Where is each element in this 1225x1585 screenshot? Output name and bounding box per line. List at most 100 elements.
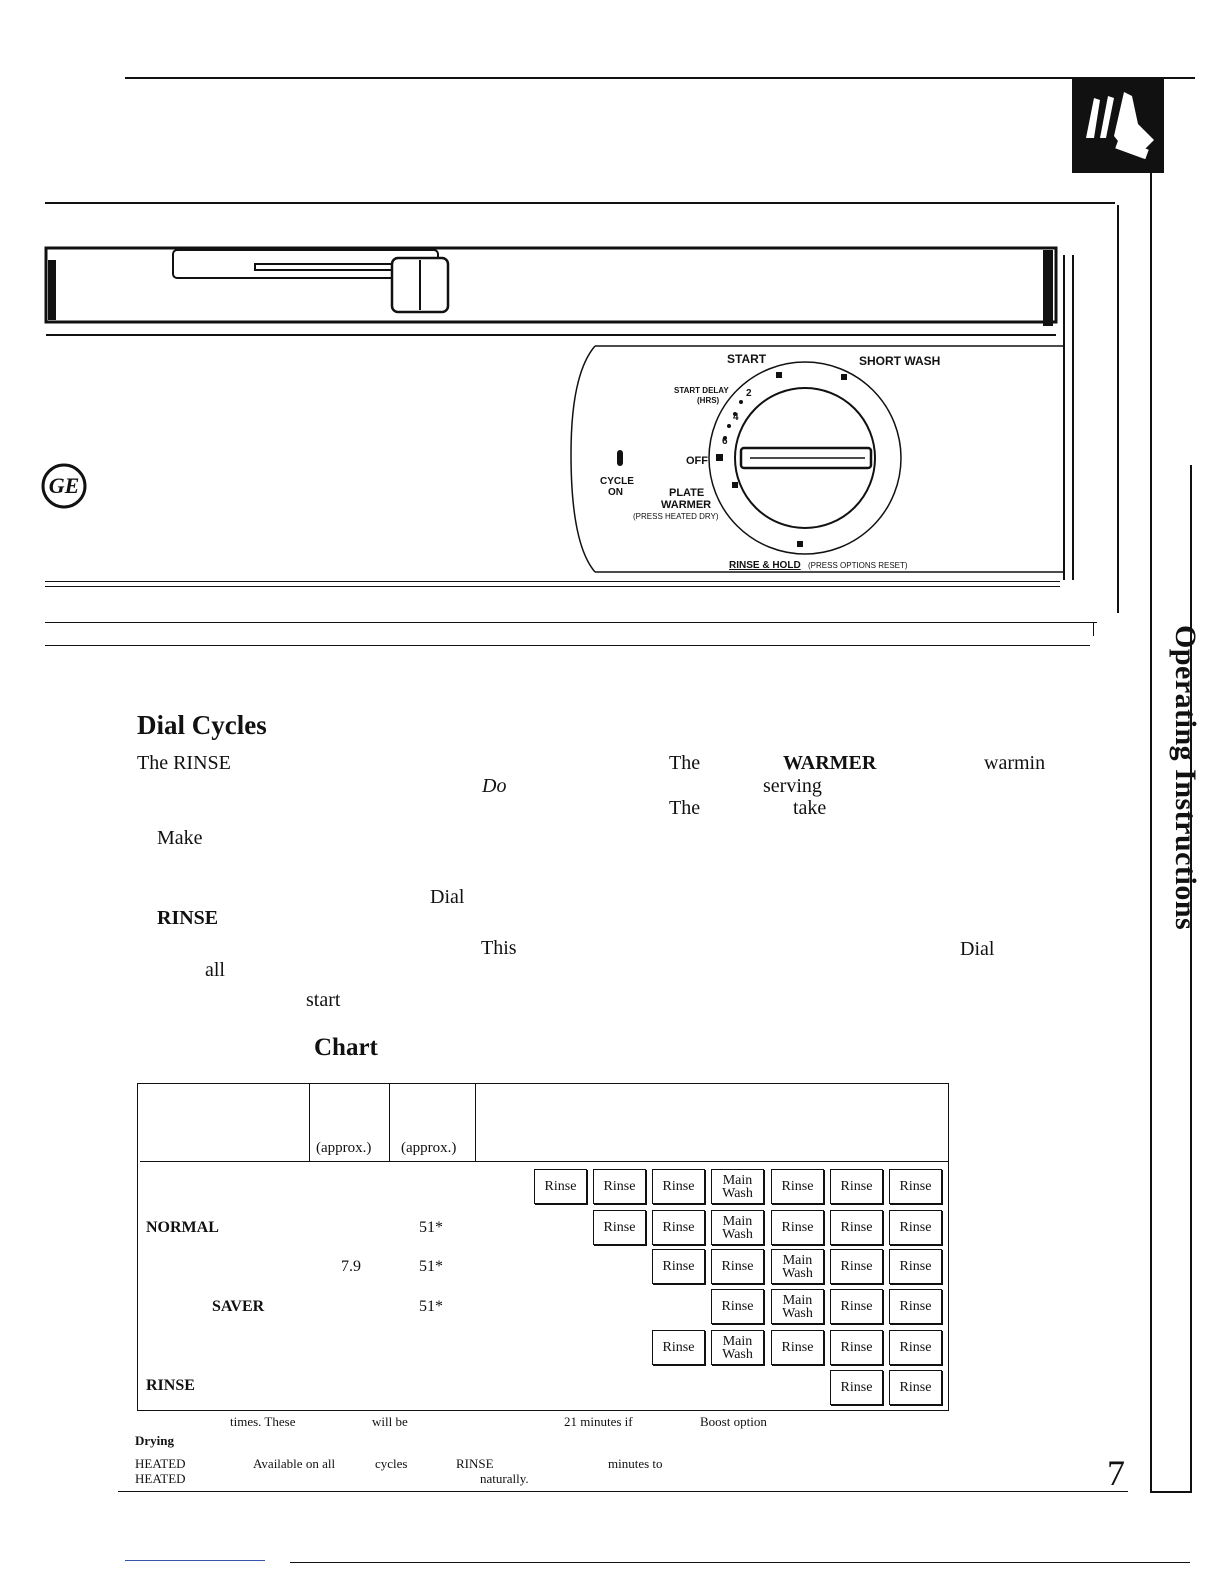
cycle-step-rinse: Rinse bbox=[771, 1210, 824, 1245]
dial-plate-label: PLATE bbox=[669, 487, 705, 499]
cycle-step-main-wash: Main Wash bbox=[711, 1330, 764, 1365]
panel-top-rule bbox=[45, 202, 1115, 204]
cycle-step-label: Main Wash bbox=[722, 1172, 753, 1201]
text-fragment: Dial bbox=[960, 938, 995, 960]
text-fragment: take bbox=[793, 797, 827, 819]
row-col2-value: 51* bbox=[419, 1298, 443, 1315]
panel-side-line bbox=[1063, 255, 1065, 580]
cycle-step-rinse: Rinse bbox=[889, 1370, 942, 1405]
cycle-step-rinse: Rinse bbox=[711, 1249, 764, 1284]
text-fragment: RINSE bbox=[157, 907, 219, 929]
dial-short-wash-label: SHORT WASH bbox=[859, 354, 941, 368]
cycle-step-rinse: Rinse bbox=[771, 1169, 824, 1204]
dial-off-label: OFF bbox=[686, 455, 708, 467]
chart-header-rule bbox=[140, 1161, 948, 1162]
row-col1-value: 7.9 bbox=[341, 1258, 361, 1275]
row-label-saver: SAVER bbox=[212, 1298, 265, 1315]
cycle-step-rinse: Rinse bbox=[889, 1330, 942, 1365]
text-fragment: The bbox=[669, 752, 701, 774]
cycle-step-main-wash: Main Wash bbox=[771, 1289, 824, 1324]
chart-top-rule bbox=[137, 1083, 949, 1084]
cycle-on-label-1: CYCLE bbox=[600, 476, 634, 487]
cycle-step-rinse: Rinse bbox=[830, 1169, 883, 1204]
cycle-step-rinse: Rinse bbox=[652, 1330, 705, 1365]
text-fragment: serving bbox=[763, 775, 822, 797]
dial-delay-4: 4 bbox=[733, 412, 739, 423]
cycle-step-label: Main Wash bbox=[722, 1333, 753, 1362]
cycle-step-rinse: Rinse bbox=[534, 1169, 587, 1204]
footnote-drying: Drying bbox=[135, 1433, 174, 1448]
panel-bottom-rule-1 bbox=[45, 581, 1060, 582]
page-bottom-rule bbox=[118, 1491, 1128, 1492]
section-title: Operating Instructions bbox=[1169, 625, 1202, 931]
row-col2-value: 51* bbox=[419, 1219, 443, 1236]
panel-side-line-2 bbox=[1072, 255, 1074, 580]
cycle-step-main-wash: Main Wash bbox=[711, 1210, 764, 1245]
footnote-fragment: HEATED bbox=[135, 1471, 186, 1486]
footnote-fragment: minutes to bbox=[608, 1456, 663, 1471]
text-fragment: Make bbox=[157, 827, 203, 849]
cycle-step-rinse: Rinse bbox=[711, 1289, 764, 1324]
dial-rinse-hold-label: RINSE & HOLD bbox=[729, 560, 801, 571]
cycle-step-rinse: Rinse bbox=[830, 1249, 883, 1284]
footnote-fragment: HEATED bbox=[135, 1456, 186, 1471]
cycle-step-rinse: Rinse bbox=[771, 1330, 824, 1365]
dial-delay-6: 6 bbox=[722, 436, 728, 447]
text-fragment: Do bbox=[482, 775, 507, 797]
cycle-on-label-2: ON bbox=[608, 487, 623, 498]
chart-heading: Chart bbox=[314, 1034, 378, 1061]
row-label-normal: NORMAL bbox=[146, 1219, 219, 1236]
dial-frame bbox=[570, 345, 1065, 573]
cycle-step-label: Main Wash bbox=[722, 1213, 753, 1242]
footnote-fragment: will be bbox=[372, 1414, 408, 1429]
footnote-fragment: Boost option bbox=[700, 1414, 767, 1429]
footnote-fragment: naturally. bbox=[480, 1471, 529, 1486]
row-col2-value: 51* bbox=[419, 1258, 443, 1275]
top-rule bbox=[125, 77, 1195, 79]
dial-cycles-heading: Dial Cycles bbox=[137, 710, 267, 740]
panel-bottom-rule-3 bbox=[45, 622, 1097, 623]
panel-bottom-rule-4 bbox=[45, 645, 1090, 646]
chart-left-rule bbox=[137, 1083, 138, 1410]
cycle-step-rinse: Rinse bbox=[593, 1169, 646, 1204]
dial-start-delay-label: START DELAY bbox=[674, 386, 729, 395]
right-frame-line-2 bbox=[1190, 465, 1192, 1492]
chart-col-header-1: (approx.) bbox=[316, 1140, 372, 1156]
row-label-rinse: RINSE bbox=[146, 1377, 195, 1394]
right-frame-bottom bbox=[1150, 1491, 1192, 1493]
page-number: 7 bbox=[1107, 1453, 1125, 1493]
cycle-step-label: Main Wash bbox=[782, 1292, 813, 1321]
chart-right-rule bbox=[948, 1083, 949, 1410]
cycle-step-rinse: Rinse bbox=[889, 1169, 942, 1204]
cycle-step-rinse: Rinse bbox=[889, 1210, 942, 1245]
bottom-scan-line bbox=[125, 1560, 265, 1561]
dial-warmer-label: WARMER bbox=[661, 499, 712, 511]
chart-col-header-2: (approx.) bbox=[401, 1140, 457, 1156]
text-fragment: Dial bbox=[430, 886, 465, 908]
panel-bottom-rule-2 bbox=[45, 586, 1060, 587]
cycle-step-rinse: Rinse bbox=[830, 1210, 883, 1245]
cycle-step-rinse: Rinse bbox=[889, 1289, 942, 1324]
dial-start-label: START bbox=[727, 352, 767, 366]
chart-col-rule-3 bbox=[475, 1083, 476, 1161]
chart-col-rule-2 bbox=[389, 1083, 390, 1161]
text-fragment: all bbox=[205, 959, 225, 981]
bottom-scan-line-2 bbox=[290, 1562, 1190, 1563]
cycle-step-main-wash: Main Wash bbox=[711, 1169, 764, 1204]
cycle-step-rinse: Rinse bbox=[830, 1289, 883, 1324]
text-fragment: warmin bbox=[984, 752, 1046, 774]
operating-hand-icon bbox=[1072, 78, 1164, 173]
dial-start-delay-hrs: (HRS) bbox=[697, 396, 720, 405]
footnote-fragment: cycles bbox=[375, 1456, 408, 1471]
text-fragment: The RINSE bbox=[137, 752, 231, 774]
chart-bottom-rule bbox=[137, 1410, 949, 1411]
panel-right-edge bbox=[1117, 205, 1119, 613]
text-fragment: WARMER bbox=[783, 752, 877, 774]
footnote-fragment: RINSE bbox=[456, 1456, 494, 1471]
chart-col-rule-1 bbox=[309, 1083, 310, 1161]
text-fragment: start bbox=[306, 989, 341, 1011]
footnote-fragment: Available on all bbox=[253, 1456, 336, 1471]
cycle-step-rinse: Rinse bbox=[830, 1370, 883, 1405]
cycle-step-rinse: Rinse bbox=[652, 1210, 705, 1245]
cycle-step-rinse: Rinse bbox=[652, 1249, 705, 1284]
